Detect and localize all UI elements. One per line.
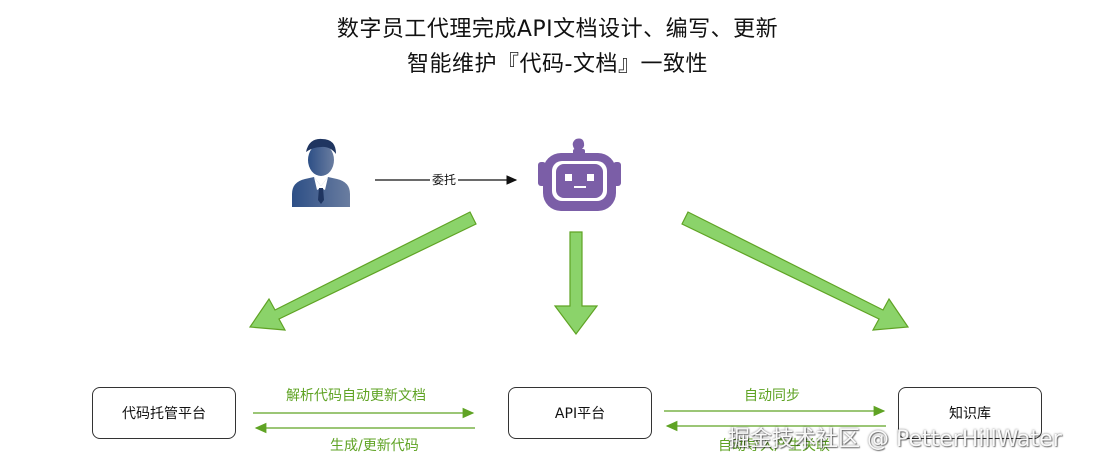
robot-icon [538, 138, 621, 211]
diagram-title-line2: 智能维护『代码-文档』一致性 [407, 52, 708, 77]
flow-label-auto-sync: 自动同步 [744, 388, 800, 404]
code-platform-node: 代码托管平台 [92, 387, 236, 439]
flow-label-generate-update-code: 生成/更新代码 [330, 438, 419, 454]
arrow-to-api-platform [553, 231, 599, 335]
knowledge-base-label: 知识库 [949, 406, 991, 422]
flow-label-auto-import: 自动导入产生关联 [718, 438, 830, 454]
api-platform-node: API平台 [508, 387, 652, 439]
arrow-to-knowledge-base [681, 211, 910, 331]
code-platform-label: 代码托管平台 [122, 406, 206, 422]
api-platform-label: API平台 [554, 406, 606, 422]
delegate-label: 委托 [430, 171, 459, 188]
flow-label-parse-update-docs: 解析代码自动更新文档 [286, 388, 426, 404]
knowledge-base-node: 知识库 [898, 387, 1042, 439]
person-icon [292, 138, 350, 207]
diagram-title-line1: 数字员工代理完成API文档设计、编写、更新 [336, 17, 779, 42]
arrow-to-code-platform [248, 211, 477, 331]
watermark: 掘金技术社区 @ PetterHillWater [728, 427, 1062, 452]
